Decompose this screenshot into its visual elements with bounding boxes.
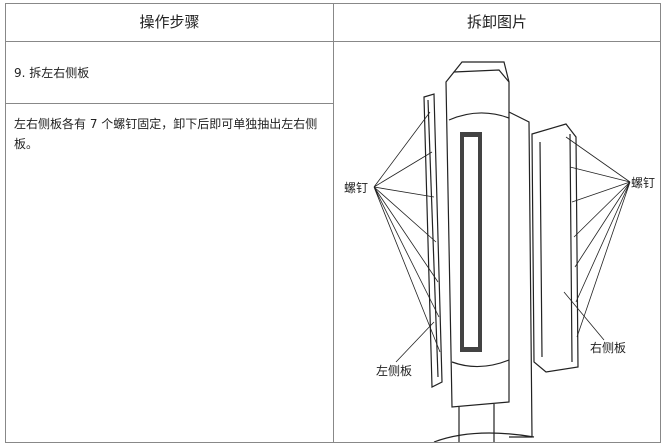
label-left-panel: 左侧板 <box>376 364 413 378</box>
step-description: 左右侧板各有 7 个螺钉固定，卸下后即可单独抽出左右侧板。 <box>14 117 318 151</box>
label-right-panel: 右侧板 <box>590 341 627 355</box>
disassembly-table: 操作步骤 拆卸图片 9. 拆左右侧板 左右侧板各有 7 个螺钉固定，卸下后即可单… <box>5 3 661 443</box>
disassembly-figure: 螺钉 螺钉 左侧板 右侧板 <box>334 42 661 443</box>
fan-exploded-diagram <box>373 61 631 443</box>
label-screw-right: 螺钉 <box>631 176 656 190</box>
step-title: 9. 拆左右侧板 <box>6 42 333 104</box>
header-disassembly-picture: 拆卸图片 <box>333 4 661 42</box>
label-screw-left: 螺钉 <box>344 181 369 195</box>
column-divider <box>333 41 334 442</box>
header-operation-steps: 操作步骤 <box>6 4 334 42</box>
